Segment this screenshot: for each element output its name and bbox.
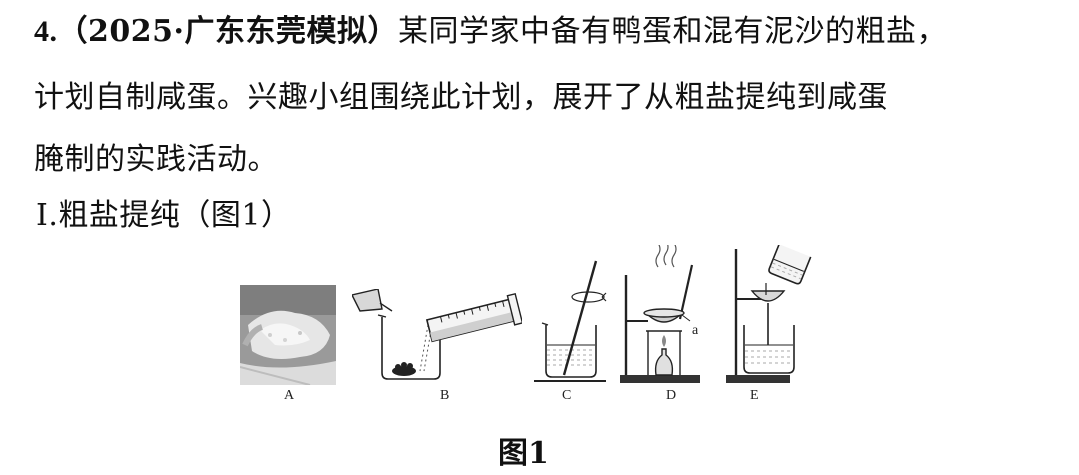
panel-label-e: E <box>750 388 759 403</box>
section-title: Ⅰ.粗盐提纯（图1） <box>36 198 292 233</box>
question-text-1: 某同学家中备有鸭蛋和混有泥沙的粗盐， <box>397 14 947 49</box>
panel-label-c: C <box>562 388 572 403</box>
panel-c-stirring <box>534 260 607 382</box>
figure-caption: 图1 <box>498 436 549 471</box>
panel-label-a: A <box>284 388 295 403</box>
label-a-marker: a <box>692 323 699 338</box>
panel-d-evaporation <box>620 245 700 383</box>
panel-a-salt-photo <box>240 285 336 385</box>
question-line-3: 腌制的实践活动。 <box>34 142 278 177</box>
question-line-2: 计划自制咸蛋。兴趣小组围绕此计划，展开了从粗盐提纯到咸蛋 <box>34 80 888 115</box>
panel-label-d: D <box>666 388 677 403</box>
question-number: 4. <box>34 15 58 48</box>
panel-b-dissolving <box>352 289 522 380</box>
figure-1: a A B C D E <box>238 245 812 465</box>
panel-e-filtration <box>726 245 812 383</box>
question-line-1: 4.（2025·广东东莞模拟）某同学家中备有鸭蛋和混有泥沙的粗盐， <box>34 14 947 50</box>
panel-label-b: B <box>440 388 450 403</box>
question-source: （2025·广东东莞模拟） <box>57 14 398 49</box>
